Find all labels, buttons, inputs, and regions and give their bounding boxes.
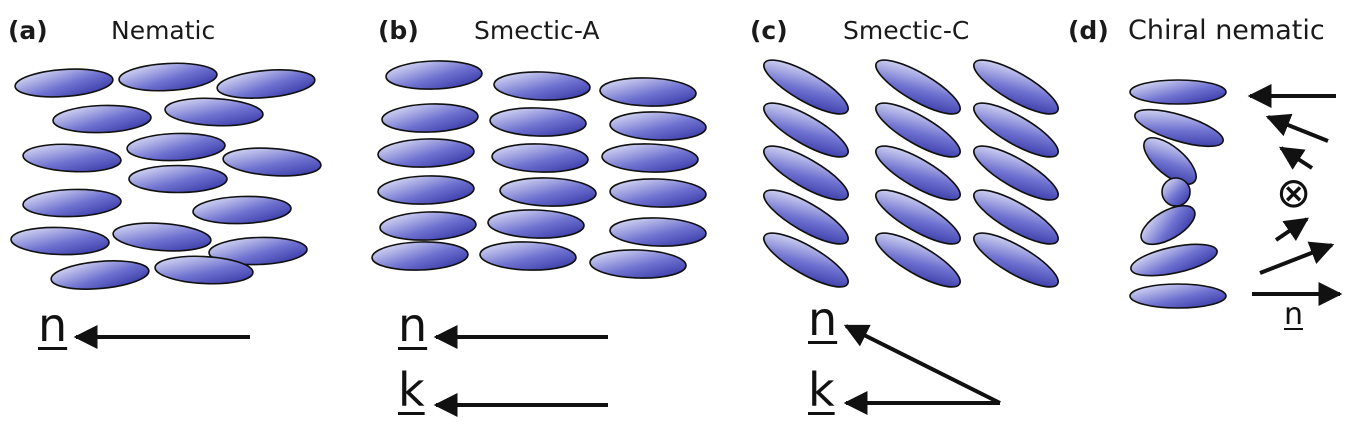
smectic-c-molecule bbox=[763, 232, 849, 288]
nematic-molecule bbox=[216, 69, 316, 99]
smectic-a-molecule bbox=[609, 111, 707, 141]
nematic-molecule bbox=[126, 132, 226, 162]
smectic-c-molecule bbox=[763, 59, 849, 115]
director-symbol-b: n bbox=[398, 298, 428, 352]
director-symbol-c: n bbox=[808, 292, 838, 346]
smectic-a-molecule bbox=[479, 241, 577, 271]
nematic-molecule bbox=[118, 62, 218, 92]
chiral-nematic-molecule bbox=[1129, 283, 1227, 309]
smectic-a-molecule bbox=[489, 107, 587, 137]
chiral-nematic-molecule bbox=[1140, 204, 1196, 246]
smectic-c-molecule bbox=[973, 145, 1059, 201]
nematic-molecule bbox=[128, 164, 228, 194]
nematic-molecule bbox=[52, 104, 152, 134]
smectic-c-molecule bbox=[763, 145, 849, 201]
panel-d-label: (d) bbox=[1068, 16, 1109, 45]
chiral-director-arrow bbox=[1278, 146, 1314, 170]
smectic-a-molecule bbox=[491, 143, 589, 173]
smectic-a-molecule bbox=[589, 249, 687, 279]
smectic-a-molecule bbox=[499, 177, 597, 207]
chiral-nematic-molecule bbox=[1130, 243, 1218, 277]
smectic-c-molecule bbox=[973, 189, 1059, 245]
smectic-a-molecule bbox=[377, 138, 475, 168]
molecule-layer bbox=[10, 59, 1227, 309]
panel-d-title: Chiral nematic bbox=[1128, 15, 1325, 46]
nematic-molecule bbox=[112, 222, 212, 252]
smectic-a-molecule bbox=[609, 217, 707, 247]
panel-a-title: Nematic bbox=[111, 16, 216, 45]
nematic-molecule bbox=[22, 188, 122, 218]
smectic-a-molecule bbox=[599, 77, 697, 107]
nematic-molecule bbox=[154, 255, 254, 285]
into-page-icon: ⊗ bbox=[1276, 168, 1312, 217]
chiral-nematic-molecule bbox=[1129, 79, 1227, 105]
nematic-molecule bbox=[222, 147, 322, 177]
smectic-a-molecule bbox=[487, 209, 585, 239]
smectic-a-molecule bbox=[609, 178, 707, 208]
smectic-c-molecule bbox=[763, 189, 849, 245]
arrow-layer bbox=[73, 84, 1343, 417]
panel-a-label: (a) bbox=[8, 16, 48, 45]
director-symbol-d: n bbox=[1284, 297, 1304, 332]
smectic-c-molecule bbox=[973, 232, 1059, 288]
panel-b-title: Smectic-A bbox=[474, 16, 600, 45]
smectic-a-molecule bbox=[381, 103, 479, 133]
nematic-molecule bbox=[192, 195, 292, 225]
nematic-molecule bbox=[22, 143, 122, 173]
smectic-a-molecule bbox=[371, 241, 469, 271]
smectic-a-molecule bbox=[377, 175, 475, 205]
smectic-a-molecule bbox=[385, 60, 483, 90]
nematic-molecule bbox=[14, 68, 114, 98]
smectic-a-molecule bbox=[379, 211, 477, 241]
panel-b-label: (b) bbox=[378, 16, 419, 45]
nematic-molecule bbox=[10, 226, 110, 256]
smectic-c-molecule bbox=[875, 232, 961, 288]
chiral-director-arrow bbox=[1259, 241, 1335, 275]
smectic-a-molecule bbox=[601, 143, 699, 173]
smectic-c-molecule bbox=[875, 59, 961, 115]
panel-c-title: Smectic-C bbox=[843, 16, 970, 45]
smectic-c-molecule bbox=[973, 59, 1059, 115]
layer-normal-symbol-b: k bbox=[398, 363, 425, 417]
chiral-nematic-molecule bbox=[1143, 137, 1197, 185]
chiral-director-arrow bbox=[1274, 217, 1309, 242]
director-symbol-a: n bbox=[38, 298, 68, 352]
smectic-c-molecule bbox=[875, 145, 961, 201]
chiral-director-arrow bbox=[1265, 113, 1329, 143]
smectic-c-molecule bbox=[875, 102, 961, 158]
smectic-a-molecule bbox=[493, 71, 591, 101]
director-arrow-c bbox=[843, 324, 1001, 405]
nematic-molecule bbox=[50, 260, 150, 290]
panel-c-label: (c) bbox=[750, 16, 788, 45]
smectic-c-molecule bbox=[973, 102, 1059, 158]
smectic-c-molecule bbox=[875, 189, 961, 245]
layer-normal-symbol-c: k bbox=[808, 363, 835, 417]
chiral-nematic-molecule bbox=[1134, 108, 1224, 148]
smectic-c-molecule bbox=[763, 102, 849, 158]
nematic-molecule bbox=[164, 97, 264, 127]
nematic-molecule bbox=[208, 236, 308, 266]
